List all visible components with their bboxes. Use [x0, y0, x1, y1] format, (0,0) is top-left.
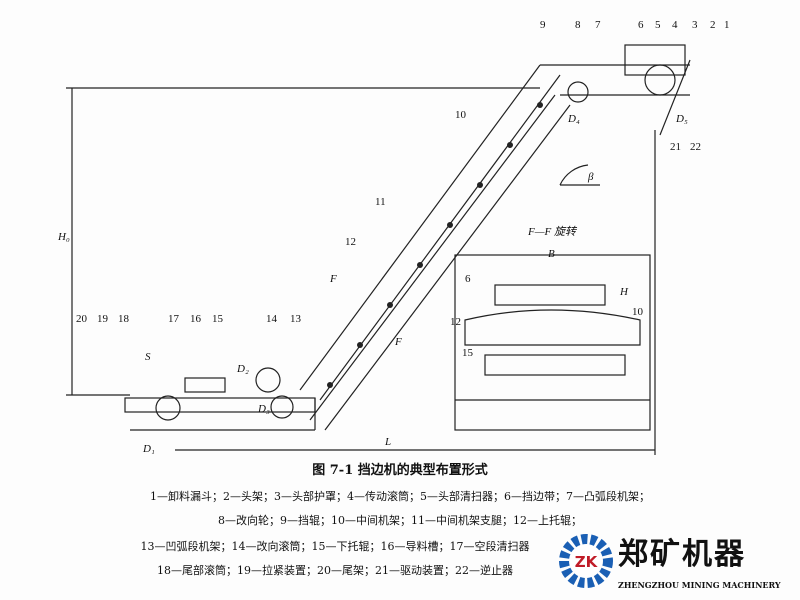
legend-line-2: 8—改向轮；9—挡辊；10—中间机架；11—中间机架支腿；12—上托辊； — [218, 514, 582, 527]
h-label: H — [619, 286, 629, 298]
section-part-15: 15 — [462, 347, 474, 359]
section-mark-bottom: F — [394, 336, 402, 348]
d1-label: D₁ — [142, 443, 155, 455]
belt-lower — [309, 94, 556, 421]
part-13: 13 — [290, 313, 302, 325]
legend-line-3: 13—凹弧段机架；14—改向滚筒；15—下托辊；16—导料槽；17—空段清扫器 — [140, 540, 530, 553]
part-10: 10 — [455, 109, 467, 121]
belt-upper — [299, 64, 541, 391]
tail-frame — [124, 397, 316, 413]
part-9: 9 — [540, 19, 546, 31]
section-part-12: 12 — [450, 316, 461, 328]
part-21: 21 — [670, 141, 681, 153]
bend-wheel-d4 — [567, 81, 589, 103]
part-4: 4 — [672, 19, 678, 31]
part-6: 6 — [638, 19, 644, 31]
part-2: 2 — [710, 19, 716, 31]
section-part-6: 6 — [465, 273, 471, 285]
part-15: 15 — [212, 313, 224, 325]
part-22: 22 — [690, 141, 701, 153]
part-17: 17 — [168, 313, 180, 325]
part-1: 1 — [724, 19, 730, 31]
figure-title: 图 7-1 挡边机的典型布置形式 — [312, 463, 488, 478]
section-part-10: 10 — [632, 306, 644, 318]
logo-text: 郑矿机器 — [618, 537, 746, 572]
section-frame — [454, 254, 651, 431]
d4-label: D₄ — [567, 113, 580, 125]
tail-pulley — [155, 395, 181, 421]
d3-label: D₃ — [257, 403, 270, 415]
legend-line-4: 18—尾部滚筒；19—拉紧装置；20—尾架；21—驱动装置；22—逆止器 — [157, 564, 513, 577]
part-12: 12 — [345, 236, 356, 248]
part-11: 11 — [375, 196, 386, 208]
drive-drum-d5 — [644, 64, 676, 96]
part-5: 5 — [655, 19, 661, 31]
head-hood — [624, 44, 686, 76]
height-label: H₀ — [57, 231, 70, 243]
guide-chute — [184, 377, 226, 393]
legend-line-1: 1—卸料漏斗；2—头架；3—头部护罩；4—传动滚筒；5—头部清扫器；6—挡边带；… — [150, 490, 650, 503]
part-18: 18 — [118, 313, 130, 325]
length-label: L — [384, 436, 391, 448]
width-label: B — [548, 248, 555, 260]
section-mark-top: F — [329, 273, 337, 285]
part-7: 7 — [595, 19, 601, 31]
part-19: 19 — [97, 313, 109, 325]
d5-label: D₅ — [675, 113, 688, 125]
logo-gear-icon: ZK — [559, 534, 613, 588]
logo-mark: ZK — [575, 553, 599, 571]
tail-s-label: S — [145, 351, 151, 363]
part-20: 20 — [76, 313, 88, 325]
d2-label: D₂ — [236, 363, 249, 375]
bend-drum-d3 — [270, 395, 294, 419]
angle-label: β — [587, 171, 594, 183]
part-16: 16 — [190, 313, 202, 325]
part-3: 3 — [692, 19, 698, 31]
section-title: F—F 旋转 — [527, 225, 578, 238]
logo-subtitle: ZHENGZHOU MINING MACHINERY — [618, 580, 781, 590]
part-8: 8 — [575, 19, 581, 31]
part-14: 14 — [266, 313, 278, 325]
bend-drum-d2 — [255, 367, 281, 393]
